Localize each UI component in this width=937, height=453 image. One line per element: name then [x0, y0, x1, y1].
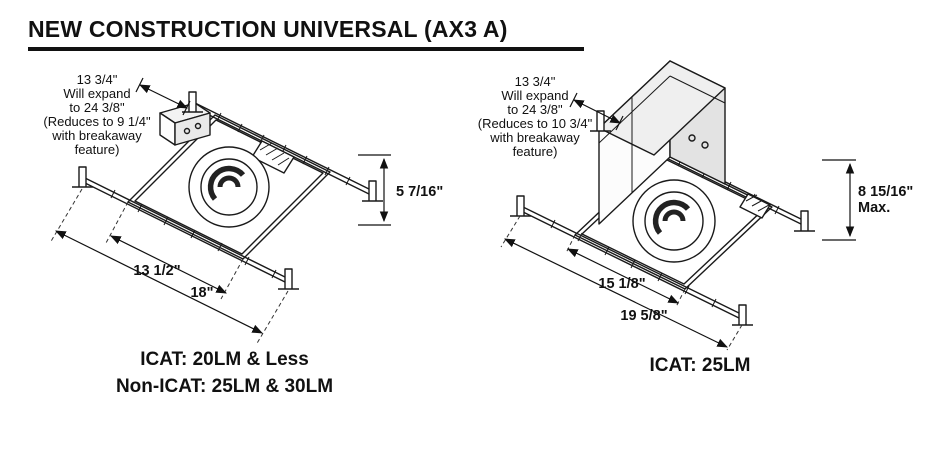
driver-box [251, 140, 295, 174]
height-dim-label: 5 7/16" [396, 184, 443, 200]
expand-note-line-2: Will expand [63, 86, 130, 101]
expand-note-line-5: with breakaway [489, 130, 580, 145]
title-rule [28, 47, 584, 51]
width-outer-dim-line [504, 238, 728, 348]
left-caption-line-2: Non-ICAT: 25LM & 30LM [115, 376, 334, 397]
nailer-bracket [794, 210, 815, 232]
left-dimensions [49, 77, 391, 346]
knockout [183, 127, 191, 135]
expand-note-line-1: 13 3/4" [77, 72, 118, 87]
hanger-bar-back-ticks [216, 112, 351, 186]
lamp-spiral [217, 175, 241, 188]
nailer-bracket [362, 180, 383, 202]
expand-note-line-3: to 24 3/8" [507, 102, 563, 117]
aperture-inner-ring [200, 158, 258, 216]
knockout [688, 134, 696, 142]
expansion-dim-line [573, 99, 621, 124]
expansion-dim-line [139, 84, 188, 109]
expand-note-line-6: feature) [75, 142, 120, 157]
knockout [701, 141, 709, 149]
right-caption: ICAT: 25LM [565, 352, 835, 379]
left-labels: 13 3/4" Will expand to 24 3/8" (Reduces … [43, 72, 443, 301]
width-inner-dim-label: 13 1/2" [133, 263, 180, 279]
nailer-bracket [72, 166, 93, 188]
expand-note-line-3: to 24 3/8" [69, 100, 125, 115]
junction-box [159, 102, 211, 146]
height-dim-max-label: Max. [858, 200, 890, 216]
plenum-box-top-face [598, 60, 726, 156]
housing [72, 91, 383, 290]
connector-box-hatch [745, 194, 770, 212]
expand-note-line-2: Will expand [501, 88, 568, 103]
height-dim-label: 8 15/16" [858, 184, 913, 200]
expand-note-line-1: 13 3/4" [515, 74, 556, 89]
right-labels: 13 3/4" Will expand to 24 3/8" (Reduces … [478, 74, 914, 324]
width-outer-dim-label: 18" [190, 285, 213, 301]
reflector-spiral [652, 199, 691, 235]
expand-note-line-6: feature) [513, 144, 558, 159]
left-housing-drawing: 13 3/4" Will expand to 24 3/8" (Reduces … [43, 72, 443, 346]
aperture [188, 146, 270, 228]
height-dim-ticks [822, 159, 856, 241]
junction-box-right [174, 112, 211, 146]
lamp-spiral [662, 209, 686, 222]
left-caption-line-1: ICAT: 20LM & Less [140, 349, 309, 370]
reflector-spiral [207, 165, 246, 201]
expansion-dim-ticks [135, 77, 191, 116]
aperture [632, 179, 716, 263]
width-outer-dim-line [55, 230, 263, 334]
nailer-bracket [278, 268, 299, 290]
expand-note-line-4: (Reduces to 9 1/4" [43, 114, 151, 129]
right-caption-line-1: ICAT: 25LM [649, 355, 751, 376]
knockout [194, 122, 202, 130]
nailer-bracket [182, 91, 203, 113]
nailer-bracket [510, 195, 531, 217]
nailer-bracket [732, 304, 753, 326]
expand-note-line-5: with breakaway [51, 128, 142, 143]
expansion-dim-ticks [569, 92, 624, 131]
right-dimensions [500, 92, 856, 351]
height-dim-ticks [358, 154, 391, 226]
expand-note-line-4: (Reduces to 10 3/4" [478, 116, 593, 131]
width-outer-dim-label: 19 5/8" [620, 308, 667, 324]
driver-box-hatch [259, 142, 290, 166]
plenum-box-seams [598, 75, 726, 193]
left-caption: ICAT: 20LM & Less Non-ICAT: 25LM & 30LM [52, 346, 397, 400]
width-inner-dim-label: 15 1/8" [598, 276, 645, 292]
connector-box [739, 193, 771, 219]
plenum-box [598, 60, 726, 225]
right-housing-drawing: 13 3/4" Will expand to 24 3/8" (Reduces … [478, 60, 914, 351]
page-title: NEW CONSTRUCTION UNIVERSAL (AX3 A) [28, 16, 508, 42]
